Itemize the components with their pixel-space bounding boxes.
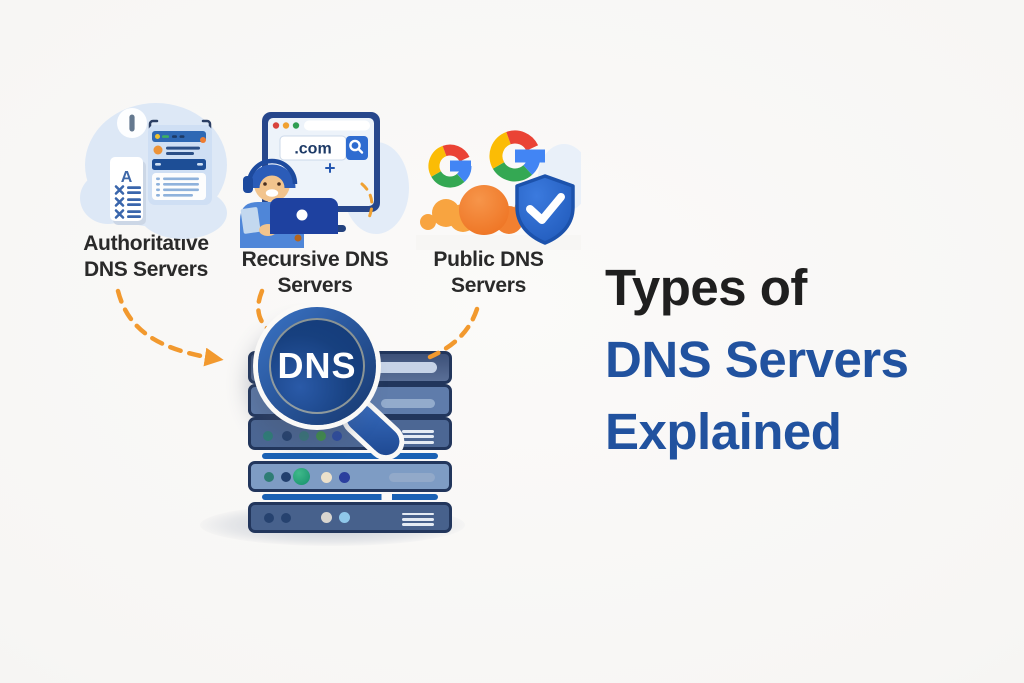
google-g-icon [428, 144, 472, 188]
rack-rail [262, 494, 438, 500]
title-line-3: Explained [605, 403, 842, 460]
server-slot [381, 399, 435, 408]
authoritative-dns-icon: A [80, 103, 227, 239]
status-led [281, 512, 291, 523]
title-line-1: Types of [605, 259, 807, 316]
sparkle-icon [325, 163, 335, 173]
status-led [321, 471, 332, 483]
label-line: Public DNS [433, 248, 544, 271]
laptop-icon [259, 198, 338, 242]
label-line: Servers [451, 274, 526, 297]
status-led [264, 472, 274, 482]
recursive-dns-label: Recursive DNS Servers [231, 247, 399, 299]
browser-panel-icon [148, 119, 212, 205]
status-led [321, 512, 332, 523]
label-line: Recursive DNS [241, 248, 389, 271]
dns-magnifier-icon: DNS [258, 307, 405, 461]
recursive-dns-icon: .com [240, 112, 409, 248]
server-slot [361, 362, 437, 373]
status-led [316, 430, 326, 441]
vents-icon [402, 512, 434, 529]
server-slot [389, 473, 435, 482]
server-unit [248, 461, 452, 492]
search-text: .com [294, 141, 331, 158]
decorative-dashed-curve [360, 182, 374, 222]
status-led [281, 472, 291, 482]
server-unit [248, 502, 452, 533]
status-led [264, 512, 274, 523]
status-led [299, 430, 309, 441]
server-rack-icon [248, 351, 452, 535]
label-line: DNS Servers [84, 258, 208, 281]
public-dns-icon [416, 130, 581, 250]
status-led [282, 430, 292, 441]
label-line: Servers [277, 274, 353, 297]
status-led [332, 430, 342, 441]
status-led [293, 468, 310, 485]
rack-rail [262, 453, 438, 459]
magnifier-lens: DNS [258, 307, 376, 425]
google-g-icon [489, 130, 545, 182]
status-led [263, 430, 273, 441]
record-letter: A [121, 169, 133, 186]
vents-icon [402, 430, 434, 446]
status-led [339, 471, 350, 483]
record-list-card-icon: A [110, 157, 146, 225]
dns-text: DNS [277, 345, 357, 386]
support-agent-icon [240, 158, 304, 248]
public-dns-label: Public DNS Servers [406, 247, 571, 299]
search-button-icon [346, 136, 368, 160]
shield-check-icon [515, 174, 575, 245]
title-line-2: DNS Servers [605, 331, 909, 388]
arrow-authoritative-to-dns [115, 288, 224, 367]
arrow-public-to-dns [427, 306, 480, 360]
info-circle-icon [117, 108, 147, 138]
poster-title: Types of DNS Servers Explained [605, 252, 909, 468]
status-led [339, 512, 350, 523]
